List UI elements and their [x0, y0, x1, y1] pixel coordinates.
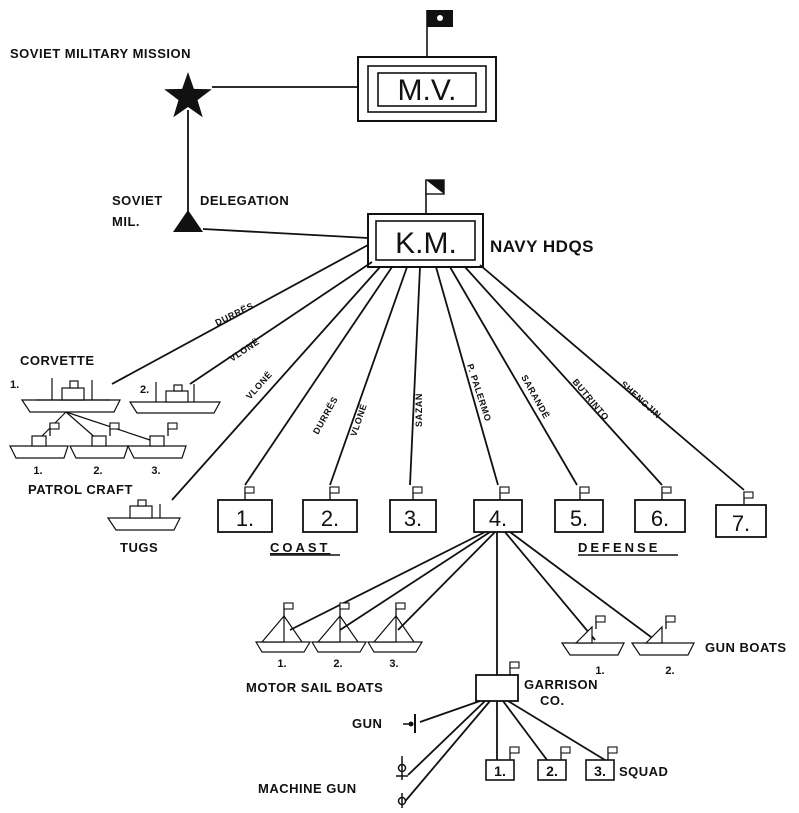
soviet-delegation-label-2: MIL. [112, 214, 140, 229]
patrol-craft-1-number: 1. [33, 465, 42, 477]
machine-gun-symbol-icon [396, 756, 408, 780]
patrol-craft-1-icon [9, 422, 69, 459]
soviet-delegation-label-1: SOVIET [112, 193, 163, 208]
squad-3-node: 3. [585, 746, 618, 781]
svg-text:1.: 1. [236, 506, 254, 531]
coast-defense-unit-7: 7. [715, 491, 767, 538]
delegation-label: DELEGATION [200, 193, 289, 208]
svg-text:3.: 3. [404, 506, 422, 531]
mv-flag-icon [426, 10, 453, 57]
squad-1-node: 1. [485, 746, 520, 781]
tugs-label: TUGS [120, 540, 158, 555]
machine-gun-symbol-2-icon [397, 793, 407, 808]
motor-sail-boat-3-number: 3. [389, 658, 398, 670]
route-label-durres-1: DURRËS [311, 395, 340, 436]
corvette-1-ship-icon [20, 378, 121, 413]
motor-sail-boat-3-icon [366, 602, 424, 653]
route-label-sazan-3: SAZAN [414, 393, 424, 427]
km-branch-lines [111, 244, 745, 501]
route-label-shengjin-7: SHENGJIN [619, 379, 663, 420]
gun-boat-1-number: 1. [595, 665, 604, 677]
svg-text:6.: 6. [651, 506, 669, 531]
svg-text:5.: 5. [570, 506, 588, 531]
svg-text:3.: 3. [594, 763, 606, 779]
garrison-branch-lines [401, 700, 606, 806]
route-label-palermo-4: P. PALERMO [465, 363, 493, 423]
unit-4-branch-lines [289, 531, 656, 675]
route-label-butrinto-6: BUTRINTO [570, 377, 611, 423]
patrol-craft-3-icon [127, 422, 187, 459]
km-node: K.M. [367, 213, 484, 268]
coast-defense-unit-4: 4. [473, 486, 523, 533]
corvette-1-number: 1. [10, 379, 19, 391]
star-icon [164, 72, 212, 118]
patrol-craft-3-number: 3. [151, 465, 160, 477]
coast-defense-unit-6: 6. [634, 486, 686, 533]
coast-defense-unit-5: 5. [554, 486, 604, 533]
navy-hq-label: NAVY HDQS [490, 237, 594, 256]
motor-sail-boat-2-number: 2. [333, 658, 342, 670]
gun-boats-label: GUN BOATS [705, 640, 787, 655]
svg-text:1.: 1. [494, 763, 506, 779]
motor-sail-boats-label: MOTOR SAIL BOATS [246, 680, 383, 695]
route-label-durres-corvette: DURRËS [213, 301, 255, 328]
gun-label: GUN [352, 716, 382, 731]
motor-sail-boat-2-icon [310, 602, 368, 653]
route-label-vlone-2: VLONË [348, 402, 369, 437]
mv-label: M.V. [398, 74, 457, 107]
corvette-2-ship-icon [128, 382, 222, 414]
motor-sail-boat-1-number: 1. [277, 658, 286, 670]
route-label-vlone-tugs: VLONË [244, 369, 274, 401]
km-flag-icon [425, 179, 445, 214]
delegation-to-km-line [202, 228, 369, 239]
patrol-craft-label: PATROL CRAFT [28, 482, 133, 497]
soviet-military-mission-label: SOVIET MILITARY MISSION [10, 46, 191, 61]
machine-gun-label: MACHINE GUN [258, 781, 357, 796]
km-label: K.M. [395, 227, 457, 260]
svg-text:7.: 7. [732, 511, 750, 536]
gun-boat-2-icon [630, 615, 695, 656]
svg-text:2.: 2. [321, 506, 339, 531]
corvette-label: CORVETTE [20, 353, 95, 368]
gun-boat-1-icon [560, 615, 625, 656]
triangle-icon [173, 210, 203, 232]
squad-label: SQUAD [619, 764, 668, 779]
patrol-craft-2-icon [69, 422, 129, 459]
coast-defense-unit-3: 3. [389, 486, 437, 533]
squad-2-node: 2. [537, 746, 571, 781]
route-label-vlone-corvette: VLONË [228, 336, 262, 363]
coast-defense-unit-2: 2. [302, 486, 358, 533]
coast-defense-unit-1: 1. [217, 486, 273, 533]
garrison-label-1: GARRISON [524, 677, 598, 692]
gun-symbol-icon [403, 714, 416, 733]
defense-label: DEFENSE [578, 540, 660, 555]
svg-text:4.: 4. [489, 506, 507, 531]
svg-text:2.: 2. [546, 763, 558, 779]
coast-label: COAST [270, 540, 331, 555]
tug-ship-icon [106, 499, 181, 531]
gun-boat-2-number: 2. [665, 665, 674, 677]
motor-sail-boat-1-icon [254, 602, 312, 653]
mv-node: M.V. [357, 56, 497, 122]
corvette-2-number: 2. [140, 384, 149, 396]
patrol-craft-2-number: 2. [93, 465, 102, 477]
garrison-label-2: CO. [540, 693, 565, 708]
